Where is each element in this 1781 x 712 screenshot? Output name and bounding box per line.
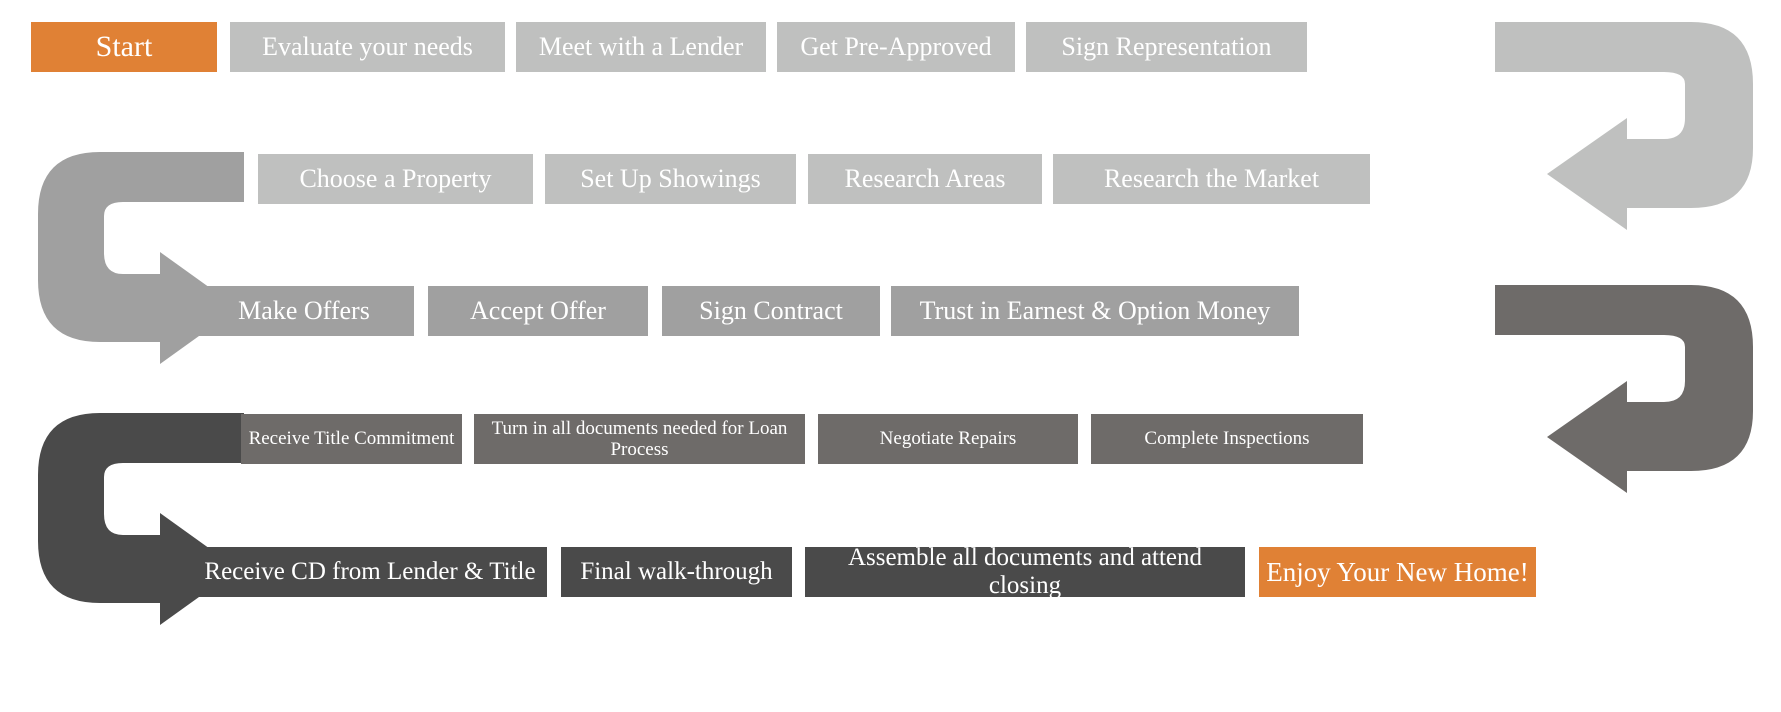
step-complete-inspections[interactable]: Complete Inspections: [1091, 414, 1363, 464]
step-meet-with-a-lender[interactable]: Meet with a Lender: [516, 22, 766, 72]
step-evaluate-your-needs[interactable]: Evaluate your needs: [230, 22, 505, 72]
step-accept-offer[interactable]: Accept Offer: [428, 286, 648, 336]
step-turn-in-all-documents-for-loan-process[interactable]: Turn in all documents needed for Loan Pr…: [474, 414, 805, 464]
step-receive-cd-from-lender-and-title[interactable]: Receive CD from Lender & Title: [193, 547, 547, 597]
step-negotiate-repairs[interactable]: Negotiate Repairs: [818, 414, 1078, 464]
connector-row2-to-row3: [38, 152, 268, 364]
step-enjoy-your-new-home[interactable]: Enjoy Your New Home!: [1259, 547, 1536, 597]
step-set-up-showings[interactable]: Set Up Showings: [545, 154, 796, 204]
step-choose-a-property[interactable]: Choose a Property: [258, 154, 533, 204]
connector-row4-to-row5: [38, 413, 268, 625]
step-research-the-market[interactable]: Research the Market: [1053, 154, 1370, 204]
step-sign-contract[interactable]: Sign Contract: [662, 286, 880, 336]
step-sign-representation[interactable]: Sign Representation: [1026, 22, 1307, 72]
connector-row3-to-row4: [1495, 285, 1781, 493]
step-receive-title-commitment[interactable]: Receive Title Commitment: [241, 414, 462, 464]
step-research-areas[interactable]: Research Areas: [808, 154, 1042, 204]
step-assemble-documents-and-attend-closing[interactable]: Assemble all documents and attend closin…: [805, 544, 1245, 599]
step-final-walk-through[interactable]: Final walk-through: [561, 547, 792, 597]
step-trust-in-earnest-and-option-money[interactable]: Trust in Earnest & Option Money: [891, 286, 1299, 336]
step-start[interactable]: Start: [31, 22, 217, 72]
step-get-pre-approved[interactable]: Get Pre-Approved: [777, 22, 1015, 72]
step-make-offers[interactable]: Make Offers: [194, 286, 414, 336]
connector-row1-to-row2: [1495, 22, 1781, 230]
